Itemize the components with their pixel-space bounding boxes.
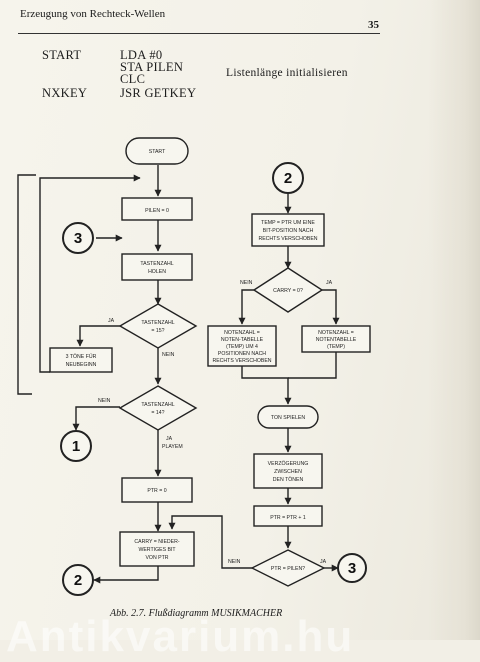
temp-label-1: TEMP = PTR UM EINE [261, 220, 315, 226]
code-comment: Listenlänge initialisieren [226, 67, 348, 79]
getkey-label-1: TASTENZAHL [140, 261, 173, 267]
pilen-box [121, 197, 193, 221]
delay-label-2: ZWISCHEN [274, 469, 302, 475]
connector-3-right [337, 553, 367, 583]
decision-key15 [118, 303, 198, 349]
start-terminator [125, 137, 189, 165]
decision-carry-ja: JA [326, 280, 333, 286]
note-table-label-2: NOTENTABELLE [316, 337, 357, 343]
getkey-label-2: HOLEN [148, 269, 166, 275]
reset-label-2: NEUBEGINN [66, 362, 97, 368]
code-label-start: START [42, 48, 82, 62]
note-table-box [301, 325, 371, 353]
connector-2-bottom-label: 2 [74, 572, 82, 589]
running-header: Erzeugung von Rechteck-Wellen [20, 8, 166, 20]
note-shifted-box [207, 325, 277, 367]
decision-carry-label: CARRY = 0? [273, 288, 303, 294]
pilen-label: PILEN = 0 [145, 208, 169, 214]
note-shifted-label-2: NOTEN-TABELLE [221, 337, 264, 343]
decision-ptr-pilen [250, 549, 326, 587]
connector-2-top [272, 162, 304, 194]
code-label-nxkey: NXKEY [42, 86, 88, 100]
decision-key14 [118, 385, 198, 431]
carry-label-3: VON PTR [145, 555, 168, 561]
decision-key15-nein: NEIN [162, 352, 175, 358]
figure-caption: Abb. 2.7. Flußdiagramm MUSIKMACHER [110, 608, 283, 619]
decision-key14-ja: JA [166, 436, 173, 442]
page-edge-shadow [428, 0, 480, 640]
watermark: Antikvarium.hu [6, 612, 355, 661]
carry-label-1: CARRY = NIEDER- [134, 539, 179, 545]
decision-key15-ja: JA [108, 318, 115, 324]
getkey-box [121, 253, 193, 281]
connector-3-left [62, 222, 94, 254]
decision-ptr-pilen-nein: NEIN [228, 559, 241, 565]
page-number: 35 [368, 19, 379, 31]
start-label: START [149, 149, 166, 155]
ptr-zero-label: PTR = 0 [147, 488, 166, 494]
flow-lines-right [168, 193, 340, 572]
decision-ptr-pilen-ja: JA [320, 559, 327, 565]
decision-key14-label-2: = 14? [151, 410, 164, 416]
flow-lines-left [17, 165, 162, 584]
carry-box [119, 531, 195, 567]
note-table-label-1: NOTENZAHL = [318, 330, 354, 336]
temp-label-2: BIT-POSITION NACH [263, 228, 314, 234]
code-instruction-clc: CLC [120, 72, 146, 86]
decision-key14-playem: PLAYEM [162, 444, 183, 450]
decision-key15-label-1: TASTENZAHL [141, 320, 174, 326]
ptr-inc-label: PTR = PTR + 1 [270, 515, 306, 521]
temp-box [251, 213, 325, 247]
code-instruction-sta: STA PILEN [120, 60, 184, 74]
note-shifted-label-3: (TEMP) UM 4 [226, 344, 258, 350]
decision-key15-label-2: = 15? [151, 328, 164, 334]
decision-carry [252, 267, 324, 313]
connector-1 [60, 430, 92, 462]
decision-key14-nein: NEIN [98, 398, 111, 404]
connector-2-top-label: 2 [284, 170, 292, 187]
code-instruction-jsr: JSR GETKEY [120, 86, 197, 100]
connector-3-right-label: 3 [348, 560, 356, 577]
note-shifted-label-5: RECHTS VERSCHOBEN [212, 358, 271, 364]
play-terminator [257, 405, 319, 429]
delay-box [253, 453, 323, 489]
connector-1-label: 1 [72, 438, 80, 455]
decision-carry-nein: NEIN [240, 280, 253, 286]
header-rule [18, 33, 380, 34]
delay-label-3: DEN TÖNEN [273, 476, 304, 483]
reset-label-1: 3 TÖNE FÜR [66, 353, 97, 360]
connector-2-bottom [62, 564, 94, 596]
delay-label-1: VERZÖGERUNG [268, 460, 309, 467]
connector-3-left-label: 3 [74, 230, 82, 247]
code-instruction-lda: LDA #0 [120, 48, 163, 62]
play-label: TON SPIELEN [271, 415, 305, 421]
note-shifted-label-1: NOTENZAHL = [224, 330, 260, 336]
carry-label-2: WERTIGES BIT [138, 547, 176, 553]
note-shifted-label-4: POSITIONEN NACH [218, 351, 266, 357]
note-table-label-3: (TEMP) [327, 344, 345, 350]
decision-ptr-pilen-label: PTR = PILEN? [271, 566, 305, 572]
ptr-zero-box [121, 477, 193, 503]
decision-key14-label-1: TASTENZAHL [141, 402, 174, 408]
reset-box [49, 347, 113, 373]
flowchart: START PILEN = 0 TASTENZAHL HOLEN TASTENZ… [17, 137, 371, 596]
ptr-inc-box [253, 505, 323, 527]
temp-label-3: RECHTS VERSCHOBEN [258, 236, 317, 242]
